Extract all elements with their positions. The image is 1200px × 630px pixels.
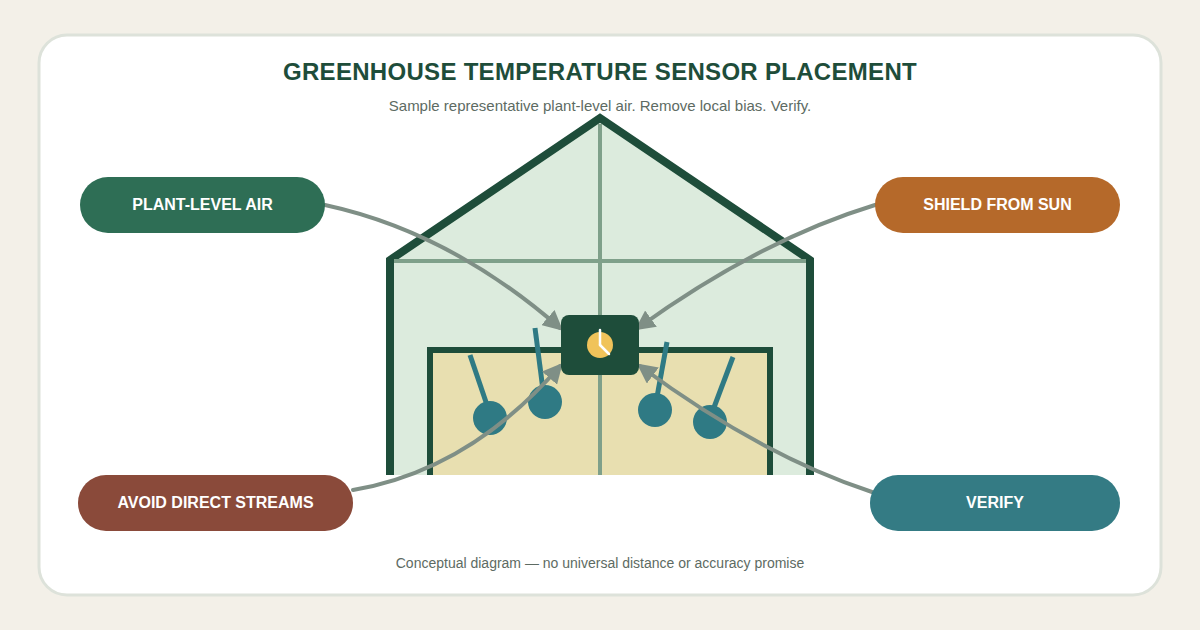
leader-arrow — [353, 366, 560, 490]
callout-pill: SHIELD FROM SUN — [875, 177, 1120, 233]
leader-arrow — [640, 366, 872, 492]
plant-stem — [535, 328, 543, 390]
plant-stem — [657, 342, 667, 397]
leader-arrow — [638, 205, 875, 328]
callout-text: PLANT-LEVEL AIR — [132, 196, 272, 214]
greenhouse — [390, 118, 810, 475]
frame-post — [598, 124, 602, 475]
plant-stem — [470, 355, 487, 405]
sensor-box — [561, 315, 639, 375]
card — [39, 35, 1161, 595]
leader-lines — [325, 205, 875, 492]
callout-pill: PLANT-LEVEL AIR — [80, 177, 325, 233]
clock-hand — [599, 330, 602, 345]
callout-text: AVOID DIRECT STREAMS — [117, 494, 313, 512]
callout-pill: VERIFY — [870, 475, 1120, 531]
sensor — [561, 315, 639, 375]
plant — [638, 393, 672, 427]
caption: Conceptual diagram — no universal distan… — [100, 555, 1100, 571]
clock-hand — [600, 345, 609, 354]
callout-text: VERIFY — [966, 494, 1024, 512]
plant — [528, 385, 562, 419]
leader-arrow — [325, 205, 560, 328]
subtitle: Sample representative plant-level air. R… — [100, 97, 1100, 114]
diagram-title: GREENHOUSE TEMPERATURE SENSOR PLACEMENT — [100, 58, 1100, 86]
plants — [470, 328, 733, 439]
callout-text: SHIELD FROM SUN — [923, 196, 1071, 214]
plant-stem — [713, 357, 733, 410]
greenhouse-frame — [390, 118, 810, 475]
callout-pill: AVOID DIRECT STREAMS — [78, 475, 353, 531]
